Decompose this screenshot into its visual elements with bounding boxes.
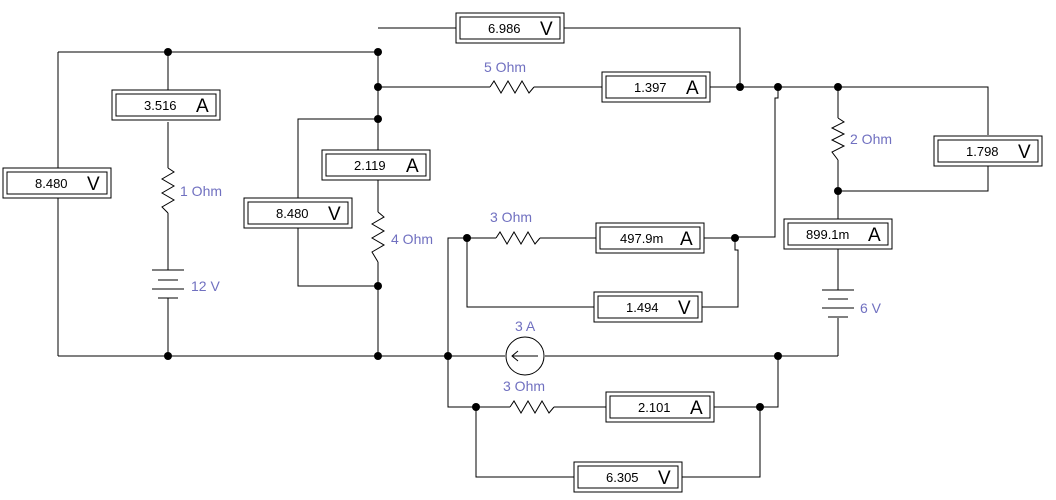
label-r3-lower: 3 Ohm [503, 378, 545, 394]
wire-right-top [778, 86, 989, 135]
junction-nodes [164, 48, 842, 411]
resistors [161, 80, 846, 414]
ammeter-left: 3.516 A [111, 89, 221, 121]
wires [57, 27, 989, 478]
ammeter-6v-value: 899.1m [806, 227, 849, 242]
voltmeter-4ohm-value: 8.480 [276, 206, 309, 221]
voltmeter-2ohm-unit: V [1018, 142, 1031, 163]
voltmeter-top-unit: V [540, 19, 553, 40]
resistor-3ohm-upper [495, 231, 541, 245]
component-labels: 1 Ohm 4 Ohm 2 Ohm 5 Ohm 3 Ohm 3 Ohm 12 V… [180, 59, 892, 394]
wire-vm3-left [466, 238, 594, 308]
wire-3ohm-up-left [447, 237, 496, 356]
resistor-3ohm-lower [509, 400, 555, 414]
label-3a: 3 A [515, 318, 536, 334]
label-r4: 4 Ohm [391, 231, 433, 247]
voltmeter-top-value: 6.986 [488, 21, 521, 36]
voltmeter-2ohm: 1.798 V [933, 135, 1043, 167]
ammeter-5ohm: 1.397 A [601, 71, 711, 103]
current-source-3a [505, 336, 545, 376]
ammeter-bottom-value: 2.101 [638, 400, 671, 415]
voltmeter-3ohm-unit: V [678, 298, 691, 319]
ammeter-left-unit: A [196, 96, 209, 117]
label-12v: 12 V [191, 278, 220, 294]
label-6v: 6 V [860, 300, 882, 316]
ammeter-3ohm-value: 497.9m [620, 231, 663, 246]
wire-vm3-right [702, 238, 739, 308]
label-r1: 1 Ohm [180, 183, 222, 199]
voltmeter-4ohm: 8.480 V [243, 197, 353, 229]
wire-vmbot-right [682, 407, 761, 478]
voltmeter-top: 6.986 V [455, 12, 565, 44]
voltmeter-3ohm-value: 1.494 [626, 300, 659, 315]
resistor-2ohm [830, 117, 846, 161]
voltmeter-left-value: 8.480 [35, 176, 68, 191]
resistor-5ohm [489, 80, 535, 94]
ammeter-4ohm: 2.119 A [321, 149, 431, 181]
ammeter-left-value: 3.516 [144, 98, 177, 113]
battery-12v [152, 269, 184, 299]
voltmeter-left: 8.480 V [2, 167, 112, 199]
label-r3-upper: 3 Ohm [490, 209, 532, 225]
ammeter-6v: 899.1m A [783, 218, 893, 250]
voltmeter-3ohm-upper: 1.494 V [593, 291, 703, 323]
ammeter-3ohm-unit: A [680, 229, 693, 250]
voltmeter-bottom-value: 6.305 [606, 470, 639, 485]
ammeter-3ohm-upper: 497.9m A [595, 222, 705, 254]
wire-vmbot-left [475, 407, 574, 478]
wire-vm2-bottom [838, 165, 989, 192]
ammeter-4ohm-value: 2.119 [354, 158, 386, 173]
wire-jog-down [738, 87, 779, 238]
wire-3ohm-low-right [714, 356, 779, 408]
voltmeter-4ohm-unit: V [328, 204, 341, 225]
voltmeter-left-unit: V [87, 174, 100, 195]
voltmeter-bottom: 6.305 V [573, 461, 683, 493]
label-r2: 2 Ohm [850, 131, 892, 147]
resistor-1ohm [161, 167, 175, 214]
voltmeter-bottom-unit: V [658, 468, 671, 489]
label-r5: 5 Ohm [484, 59, 526, 75]
ammeter-5ohm-unit: A [686, 78, 699, 99]
ammeter-bottom-unit: A [690, 398, 703, 419]
ammeter-bottom: 2.101 A [605, 391, 715, 423]
ammeter-6v-unit: A [868, 225, 881, 246]
ammeter-5ohm-value: 1.397 [634, 80, 667, 95]
wire-3ohm-low-left [447, 356, 510, 408]
wire-vmtop-right [564, 27, 741, 87]
voltmeter-2ohm-value: 1.798 [966, 144, 999, 159]
battery-6v [822, 289, 854, 318]
resistor-4ohm [371, 211, 385, 263]
ammeter-4ohm-unit: A [406, 156, 419, 177]
